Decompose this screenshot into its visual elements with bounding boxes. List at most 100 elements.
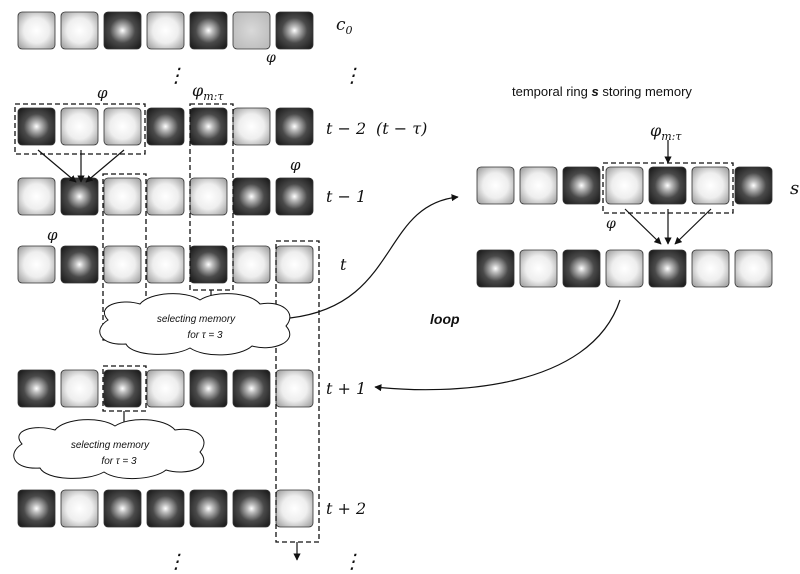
cloud-1-line2: for τ = 3 xyxy=(187,330,223,341)
cloud-1-line1: selecting memory xyxy=(157,314,236,325)
label-t-2: t − 2 xyxy=(326,119,366,138)
label-t+2: t + 2 xyxy=(326,499,366,518)
vdots-1: ⋮ xyxy=(166,63,186,87)
cell-row-t xyxy=(17,245,314,284)
cell-t-1-0 xyxy=(17,177,56,216)
cell-s-3 xyxy=(605,166,644,205)
cell-t-1 xyxy=(60,245,99,284)
cell-t-2-6 xyxy=(275,107,314,146)
cell-t+1-1 xyxy=(60,369,99,408)
cell-c0-4 xyxy=(189,11,228,50)
phi-label-1: φ xyxy=(266,50,276,66)
label-t-1: t − 1 xyxy=(326,187,366,206)
arrow-phi-3 xyxy=(85,149,125,183)
cell-t-1-4 xyxy=(189,177,228,216)
vdots-3: ⋮ xyxy=(166,549,186,573)
phi-m-tau-symbol-right: φ xyxy=(650,121,662,140)
phi-m-tau-sub-right: m:τ xyxy=(661,130,682,143)
arrow-loop-back xyxy=(374,299,621,392)
label-t+1: t + 1 xyxy=(326,379,366,398)
cell-t-2-4 xyxy=(189,107,228,146)
cloud-2: selecting memory for τ = 3 xyxy=(13,419,205,480)
cell-t+1-0 xyxy=(17,369,56,408)
cell-s2-6 xyxy=(734,249,773,288)
cell-t+2-0 xyxy=(17,489,56,528)
cell-t+1-4 xyxy=(189,369,228,408)
cell-t-1-1 xyxy=(60,177,99,216)
phi-m-tau-label-right: φm:τ xyxy=(650,121,682,143)
cell-t-0 xyxy=(17,245,56,284)
long-column-frame xyxy=(275,240,320,543)
cell-row-t-2 xyxy=(17,107,314,146)
cell-s-6 xyxy=(734,166,773,205)
cell-s2-4 xyxy=(648,249,687,288)
cell-s-4 xyxy=(648,166,687,205)
cell-t+2-6 xyxy=(275,489,314,528)
loop-label: loop xyxy=(430,311,460,327)
cell-t-1-6 xyxy=(275,177,314,216)
phi-label-3: φ xyxy=(290,156,301,174)
ring-title-post: storing memory xyxy=(599,84,693,99)
cell-s2-0 xyxy=(476,249,515,288)
cell-t+2-4 xyxy=(189,489,228,528)
phi-label-2: φ xyxy=(97,84,108,102)
cell-t+2-3 xyxy=(146,489,185,528)
cell-t+2-5 xyxy=(232,489,271,528)
cell-t+1-2 xyxy=(103,369,142,408)
phi-m-tau-label-left: φm:τ xyxy=(192,81,224,103)
cell-t-2-1 xyxy=(60,107,99,146)
label-c0: c0 xyxy=(336,15,353,37)
cell-rows xyxy=(17,11,773,528)
cell-row-t+1 xyxy=(17,369,314,408)
cell-row-s xyxy=(476,166,773,205)
cloud-2-line2: for τ = 3 xyxy=(101,456,137,467)
cell-t-1-5 xyxy=(232,177,271,216)
phi-m-tau-sub-left: m:τ xyxy=(203,90,224,103)
cell-t-2-0 xyxy=(17,107,56,146)
cell-t+1-3 xyxy=(146,369,185,408)
cell-t-2-3 xyxy=(146,107,185,146)
cell-t+1-6 xyxy=(275,369,314,408)
phi-label-4: φ xyxy=(47,226,58,244)
cell-s-0 xyxy=(476,166,515,205)
vdots-2: ⋮ xyxy=(342,63,362,87)
cloud-1: selecting memory for τ = 3 xyxy=(99,293,291,356)
cell-t-3 xyxy=(146,245,185,284)
phi-m-tau-symbol-left: φ xyxy=(192,81,204,100)
cell-t-1-3 xyxy=(146,177,185,216)
arrow-phi-1 xyxy=(37,149,77,183)
arrows xyxy=(37,140,712,561)
cell-t+2-1 xyxy=(60,489,99,528)
phi-neighborhood-frame xyxy=(14,103,146,155)
selected-column-frame-t+1 xyxy=(102,365,147,412)
arrow-to-ring xyxy=(289,194,459,319)
cell-c0-2 xyxy=(103,11,142,50)
ring-title-pre: temporal ring xyxy=(512,84,591,99)
cell-s2-3 xyxy=(605,249,644,288)
ring-title: temporal ring s storing memory xyxy=(512,84,692,99)
phi-label-5: φ xyxy=(606,216,616,232)
cell-t+1-5 xyxy=(232,369,271,408)
cell-t-2-2 xyxy=(103,107,142,146)
cell-t-5 xyxy=(232,245,271,284)
cell-t-4 xyxy=(189,245,228,284)
arrow-ring-3 xyxy=(674,208,712,245)
ring-title-s: s xyxy=(591,84,598,99)
cell-row-c0 xyxy=(17,11,314,50)
cell-t-1-2 xyxy=(103,177,142,216)
cell-c0-3 xyxy=(146,11,185,50)
cell-s2-2 xyxy=(562,249,601,288)
cell-s-5 xyxy=(691,166,730,205)
cell-row-t-1 xyxy=(17,177,314,216)
arrow-ring-1 xyxy=(624,208,662,245)
cell-t-2-5 xyxy=(232,107,271,146)
cell-c0-6 xyxy=(275,11,314,50)
vdots-4: ⋮ xyxy=(342,549,362,573)
label-s: s xyxy=(790,178,799,199)
cell-s2-1 xyxy=(519,249,558,288)
cell-row-s2 xyxy=(476,249,773,288)
cell-t+2-2 xyxy=(103,489,142,528)
cell-s2-5 xyxy=(691,249,730,288)
cell-s-1 xyxy=(519,166,558,205)
